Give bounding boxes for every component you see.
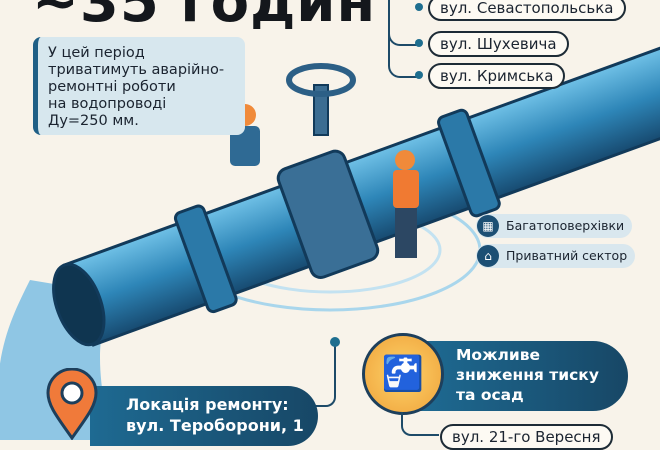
valve-stem (313, 84, 329, 136)
pressure-line: Можливе (456, 346, 541, 364)
info-box: У цей період триватимуть аварійно- ремон… (33, 37, 245, 135)
badge-label: Приватний сектор (506, 248, 628, 263)
info-line: триватимуть аварійно- (48, 62, 225, 78)
info-line: ремонтні роботи (48, 79, 176, 95)
tree-connector (401, 412, 439, 436)
street-pill: вул. 21-го Вересня (440, 424, 613, 450)
info-line: У цей період (48, 45, 145, 61)
connector-line (310, 345, 336, 407)
connector-dot (415, 39, 423, 47)
location-line: Локація ремонту: (126, 395, 289, 414)
duration-title: ~35 годин (32, 0, 377, 35)
street-pill: вул. Севастопольська (428, 0, 626, 21)
street-pill: вул. Шухевича (428, 31, 569, 57)
connector-dot (415, 3, 423, 11)
pressure-line: зниження тиску (456, 366, 599, 384)
info-line: на водопроводі (48, 96, 167, 112)
connector-dot (330, 337, 340, 347)
faucet-icon: 🚰 (362, 333, 444, 415)
pressure-line: та осад (456, 386, 524, 404)
badge-private-sector: ⌂ Приватний сектор (476, 244, 636, 268)
location-line: вул. Тероборони, 1 (126, 416, 304, 435)
badge-label: Багатоповерхівки (506, 218, 625, 233)
location-pin-icon (46, 368, 98, 440)
apartment-building-icon: ▦ (477, 215, 499, 237)
worker-right (393, 150, 419, 258)
info-line: Ду=250 мм. (48, 113, 139, 129)
location-banner: Локація ремонту: вул. Тероборони, 1 (90, 386, 318, 446)
pressure-banner: Можливе зниження тиску та осад (420, 341, 628, 411)
valve-wheel (286, 63, 356, 97)
connector-dot (415, 71, 423, 79)
house-icon: ⌂ (477, 245, 499, 267)
street-pill: вул. Кримська (428, 63, 566, 89)
badge-apartments: ▦ Багатоповерхівки (476, 214, 633, 238)
tree-connector (388, 20, 420, 46)
